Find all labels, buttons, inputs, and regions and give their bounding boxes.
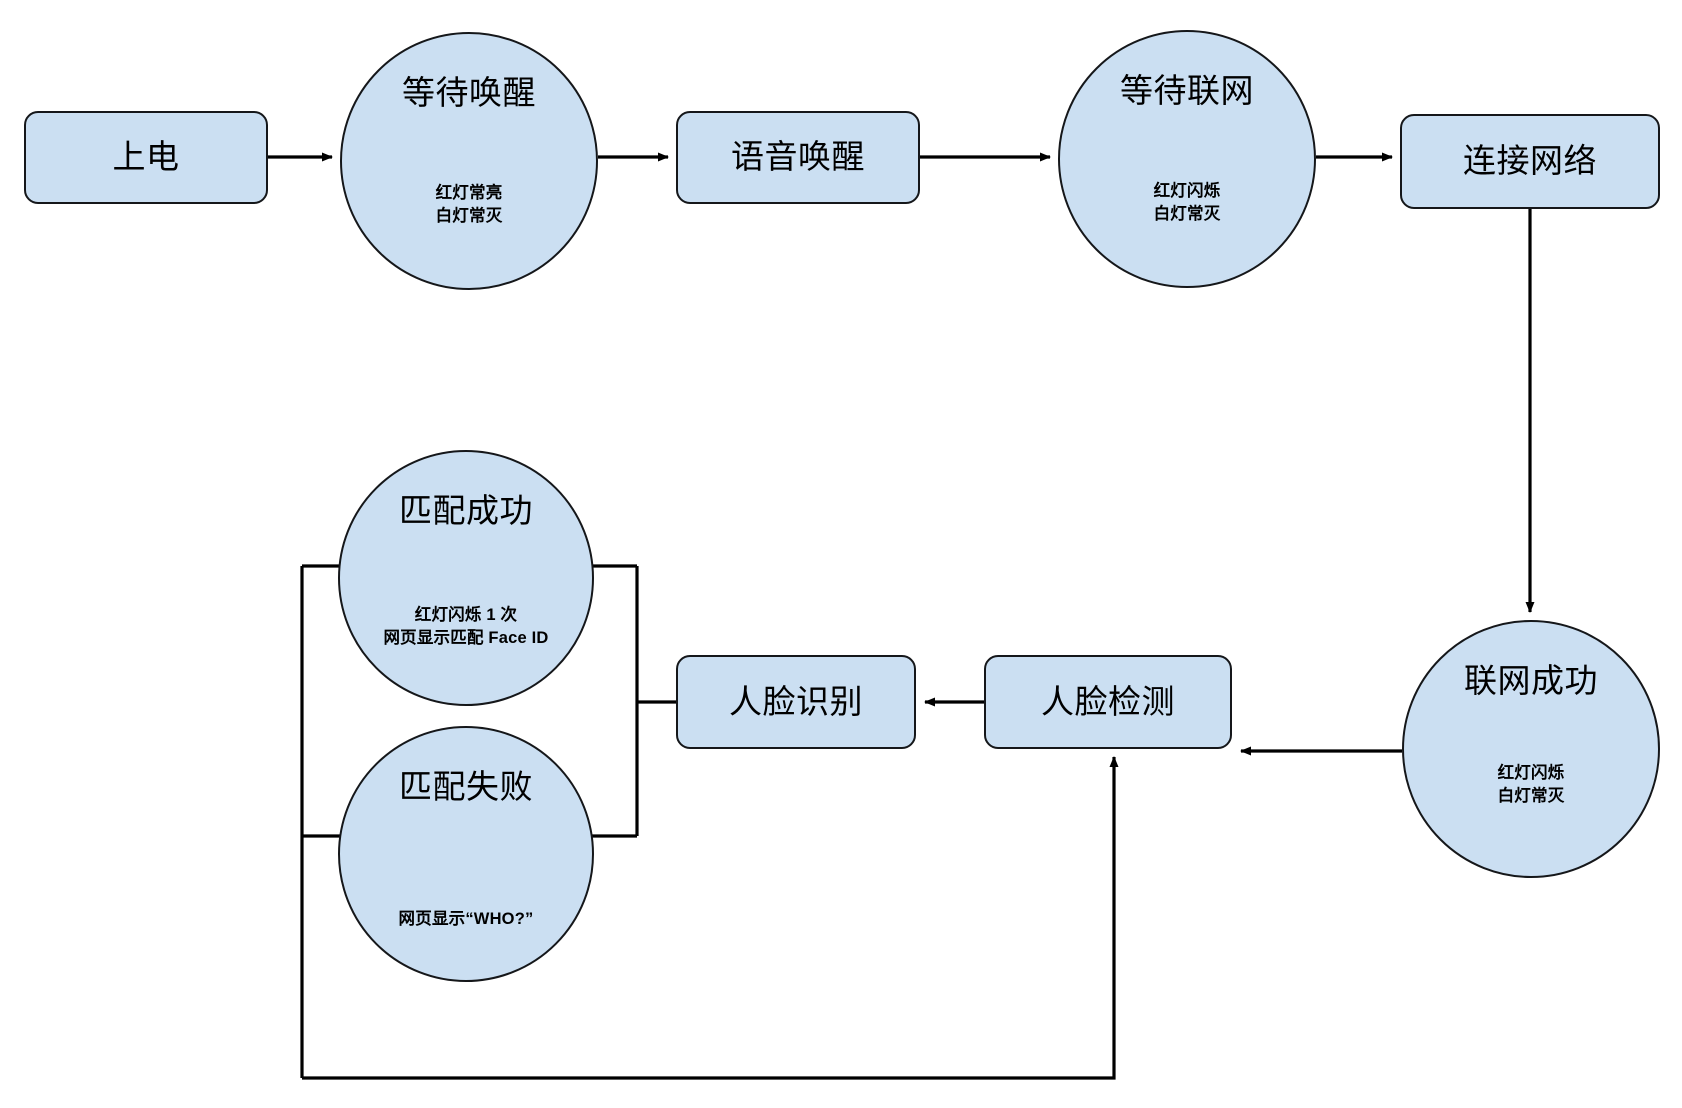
node-match-failure[interactable]: 匹配失败 网页显示“WHO?” <box>338 726 594 982</box>
node-connect-network[interactable]: 连接网络 <box>1400 114 1660 209</box>
node-face-recognize-label: 人脸识别 <box>729 682 863 720</box>
node-face-detect-label: 人脸检测 <box>1041 682 1175 720</box>
node-wait-wake-sub: 红灯常亮 白灯常灭 <box>435 184 503 225</box>
node-face-recognize[interactable]: 人脸识别 <box>676 655 916 749</box>
node-voice-wake-label: 语音唤醒 <box>731 138 865 176</box>
node-match-success[interactable]: 匹配成功 红灯闪烁 1 次 网页显示匹配 Face ID <box>338 450 594 706</box>
node-match-failure-sub: 网页显示“WHO?” <box>398 910 534 928</box>
node-match-failure-label: 匹配失败 <box>399 768 533 805</box>
node-voice-wake[interactable]: 语音唤醒 <box>676 111 920 204</box>
node-network-success[interactable]: 联网成功 红灯闪烁 白灯常灭 <box>1402 620 1660 878</box>
node-network-success-sub: 红灯闪烁 白灯常灭 <box>1497 764 1565 805</box>
node-wait-wake-label: 等待唤醒 <box>402 74 536 111</box>
node-wait-net-sub: 红灯闪烁 白灯常灭 <box>1153 182 1221 223</box>
node-network-success-label: 联网成功 <box>1464 662 1598 699</box>
node-wait-net-label: 等待联网 <box>1120 72 1254 109</box>
node-connect-network-label: 连接网络 <box>1463 142 1597 180</box>
node-face-detect[interactable]: 人脸检测 <box>984 655 1232 749</box>
node-power[interactable]: 上电 <box>24 111 268 204</box>
node-power-label: 上电 <box>112 138 180 176</box>
node-wait-net[interactable]: 等待联网 红灯闪烁 白灯常灭 <box>1058 30 1316 288</box>
node-wait-wake[interactable]: 等待唤醒 红灯常亮 白灯常灭 <box>340 32 598 290</box>
node-match-success-label: 匹配成功 <box>399 492 533 529</box>
node-match-success-sub: 红灯闪烁 1 次 网页显示匹配 Face ID <box>383 606 549 647</box>
